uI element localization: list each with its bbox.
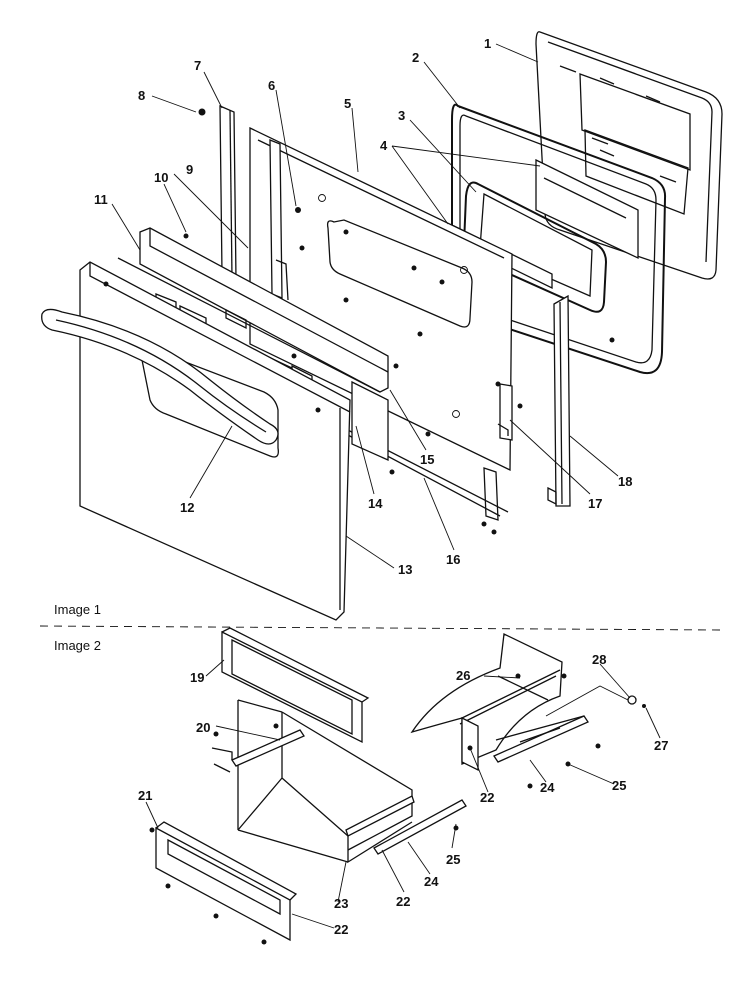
callout-22-a: 22 [480,790,494,805]
part-5-inner-door-panel [249,126,513,472]
callout-1: 1 [484,36,491,51]
callout-10: 10 [154,170,168,185]
callout-25-b: 25 [446,852,460,867]
screws-image-1 [103,108,615,535]
callout-20: 20 [196,720,210,735]
part-3-window-glass-pack [462,181,608,313]
callout-13: 13 [398,562,412,577]
part-14-insulation-bracket [351,380,389,462]
callout-5: 5 [344,96,351,111]
part-20-side-rail [211,729,305,773]
callout-12: 12 [180,500,194,515]
callout-16: 16 [446,552,460,567]
callout-28: 28 [592,652,606,667]
callout-23: 23 [334,896,348,911]
section-divider [39,625,721,631]
callouts-image-1: 1 2 3 4 5 6 7 8 9 10 11 12 13 14 15 16 1… [94,36,632,577]
screws-image-2 [149,673,601,945]
section-label-image-2: Image 2 [54,638,101,653]
section-label-image-1: Image 1 [54,602,101,617]
callout-11: 11 [94,192,108,207]
callout-6: 6 [268,78,275,93]
callout-25-a: 25 [612,778,626,793]
callout-22-b: 22 [396,894,410,909]
callout-18: 18 [618,474,632,489]
part-18-right-hinge-channel [547,294,571,507]
callout-3: 3 [398,108,405,123]
callout-21: 21 [138,788,152,803]
part-23-drawer-body [237,699,413,864]
leader-lines-image-2 [145,659,661,929]
callout-15: 15 [420,452,434,467]
callout-26: 26 [456,668,470,683]
part-24-slide-rail [345,795,467,855]
leader-lines-image-1 [111,43,619,569]
part-26-drawer-side-panel [410,633,563,765]
part-12-handle [41,308,279,445]
callout-2: 2 [412,50,419,65]
callout-17: 17 [588,496,602,511]
part-7-left-hinge-channel [219,105,237,281]
callout-19: 19 [190,670,204,685]
callout-4: 4 [380,138,388,153]
part-21-drawer-front [155,821,298,942]
part-2-door-gasket [451,103,667,374]
callout-14: 14 [368,496,383,511]
callout-7: 7 [194,58,201,73]
callouts-image-2: 19 20 21 22 22 22 23 24 24 25 25 26 27 2… [138,652,668,937]
part-27-28-bumper [545,685,646,717]
callout-27: 27 [654,738,668,753]
part-9-left-bracket [269,139,289,301]
part-17-latch [497,383,513,441]
callout-24-a: 24 [540,780,555,795]
callout-8: 8 [138,88,145,103]
callout-24-b: 24 [424,874,439,889]
callout-22-c: 22 [334,922,348,937]
callout-9: 9 [186,162,193,177]
part-19-drawer-back-panel [221,627,370,744]
